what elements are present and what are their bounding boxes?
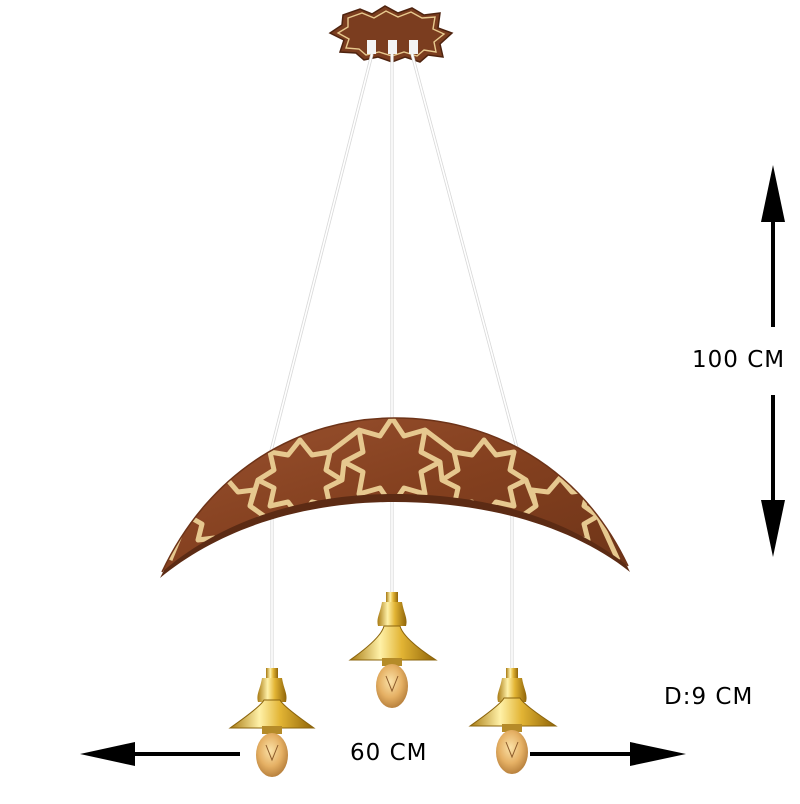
width-dimension-arrow xyxy=(80,742,686,766)
ceiling-canopy xyxy=(328,5,454,63)
height-dimension-label: 100 CM xyxy=(692,347,786,373)
cord-grip-3 xyxy=(409,40,418,54)
pendant-lamp-left xyxy=(228,668,316,777)
diameter-dimension-label: D:9 CM xyxy=(664,684,754,710)
arrow-down-icon xyxy=(761,500,785,557)
arrow-right-icon xyxy=(630,742,686,766)
arrow-left-icon xyxy=(80,742,135,766)
crescent-wood-panel xyxy=(160,417,630,578)
cord-grip-1 xyxy=(367,40,376,54)
edison-bulb-icon xyxy=(376,664,408,708)
power-cords xyxy=(268,53,519,670)
height-dimension-arrow xyxy=(761,165,785,557)
pendant-lamp-middle xyxy=(348,592,438,708)
arrow-up-icon xyxy=(761,165,785,222)
pendant-lamp-right xyxy=(468,668,558,774)
width-dimension-label: 60 CM xyxy=(350,740,428,766)
edison-bulb-icon xyxy=(256,733,288,777)
edison-bulb-icon xyxy=(496,730,528,774)
cord-grip-2 xyxy=(388,40,397,54)
